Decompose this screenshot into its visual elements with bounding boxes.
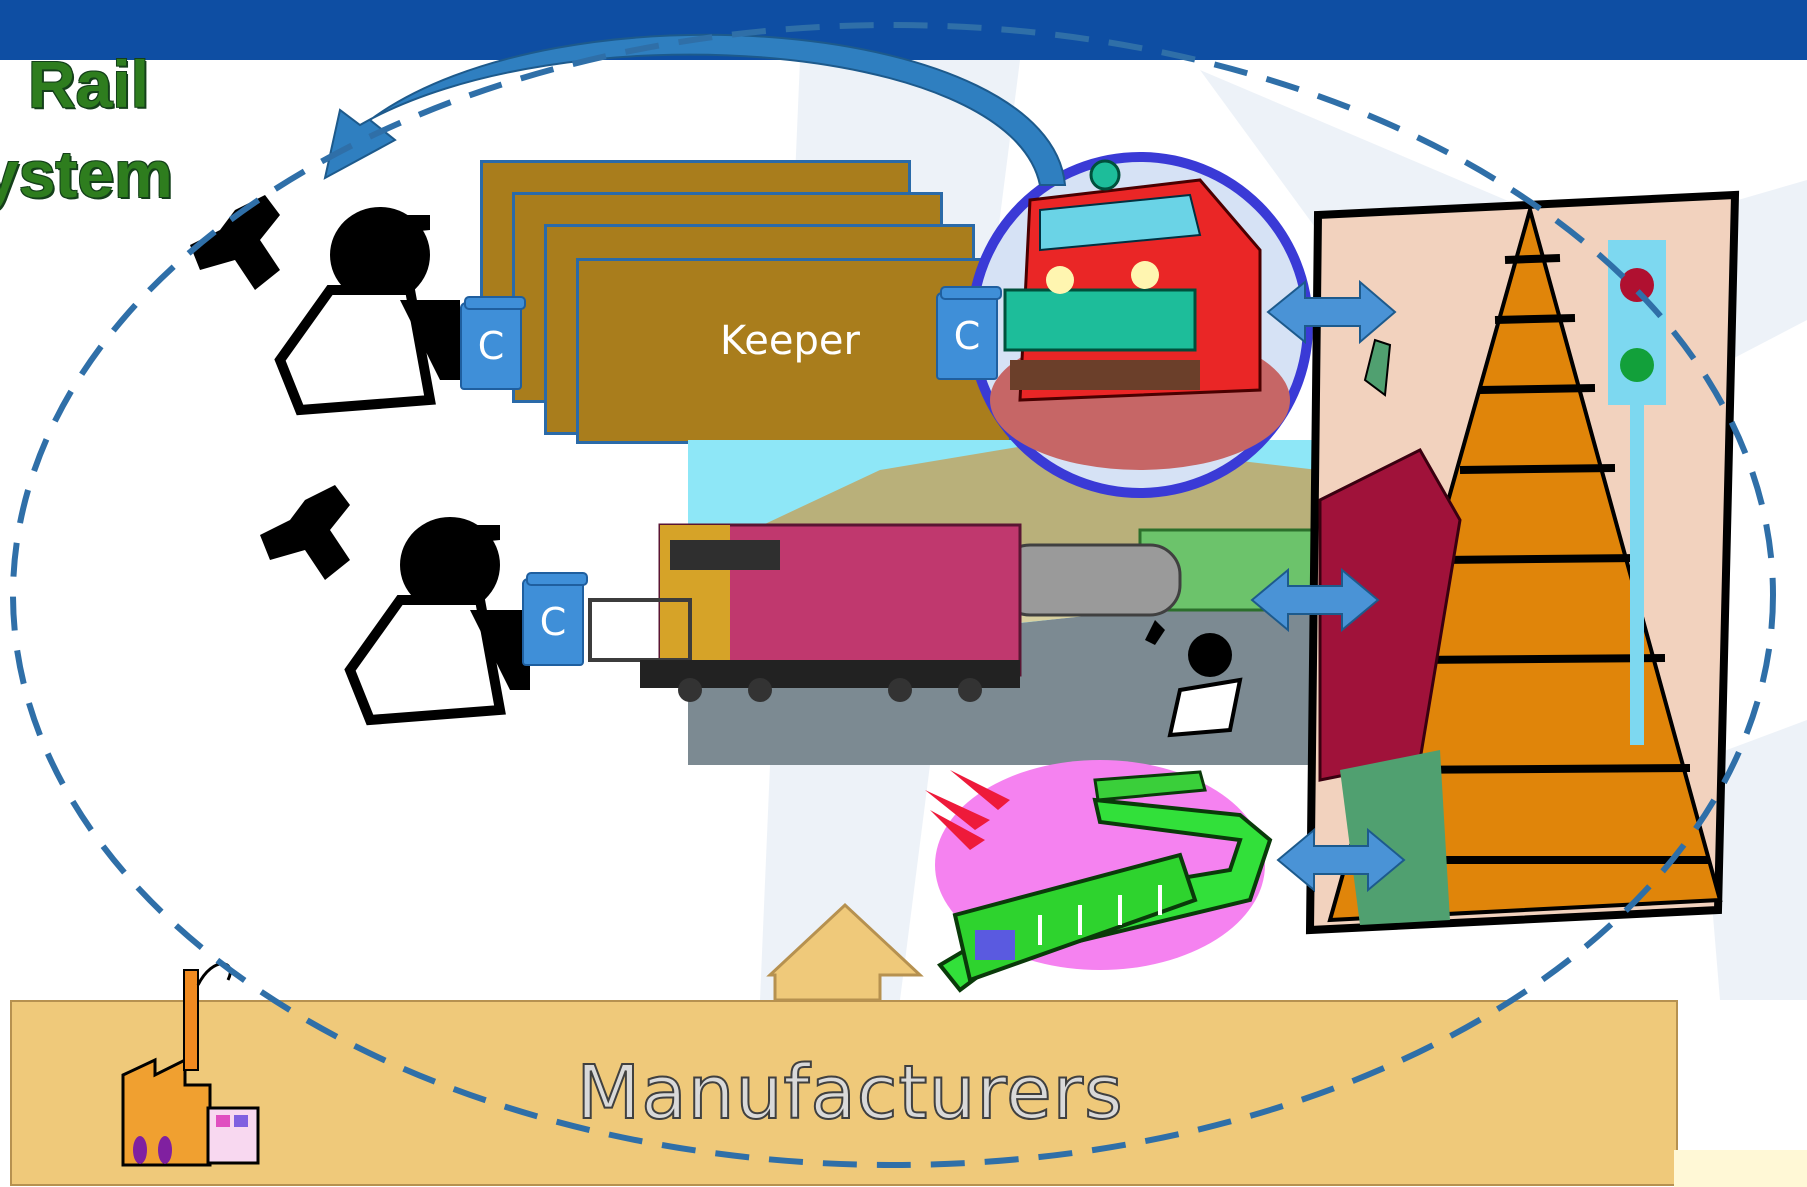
c-badge-mechanic-1: C — [460, 296, 526, 390]
header-bar — [0, 0, 1807, 60]
factory-icon — [121, 962, 260, 1167]
c-badge-keeper: C — [936, 286, 1002, 380]
freight-train-icon — [588, 523, 1322, 702]
up-arrow-icon — [766, 902, 924, 1002]
manufacturers-box — [10, 1000, 1678, 1186]
mechanic-icon-top — [190, 195, 460, 416]
keeper-label: Keeper — [720, 318, 860, 364]
title-line-2: ystem — [0, 137, 173, 211]
c-badge-mechanic-2: C — [522, 572, 588, 666]
bottom-strip — [1674, 1150, 1807, 1187]
small-mechanic-icon — [1145, 620, 1243, 738]
manufacturers-label: Manufacturers — [575, 1049, 1124, 1137]
double-arrow-icon — [1250, 279, 1406, 893]
title-line-1: Rail — [28, 47, 150, 121]
mechanic-icon-bottom — [260, 485, 530, 726]
curved-arrow-icon — [323, 33, 1067, 186]
